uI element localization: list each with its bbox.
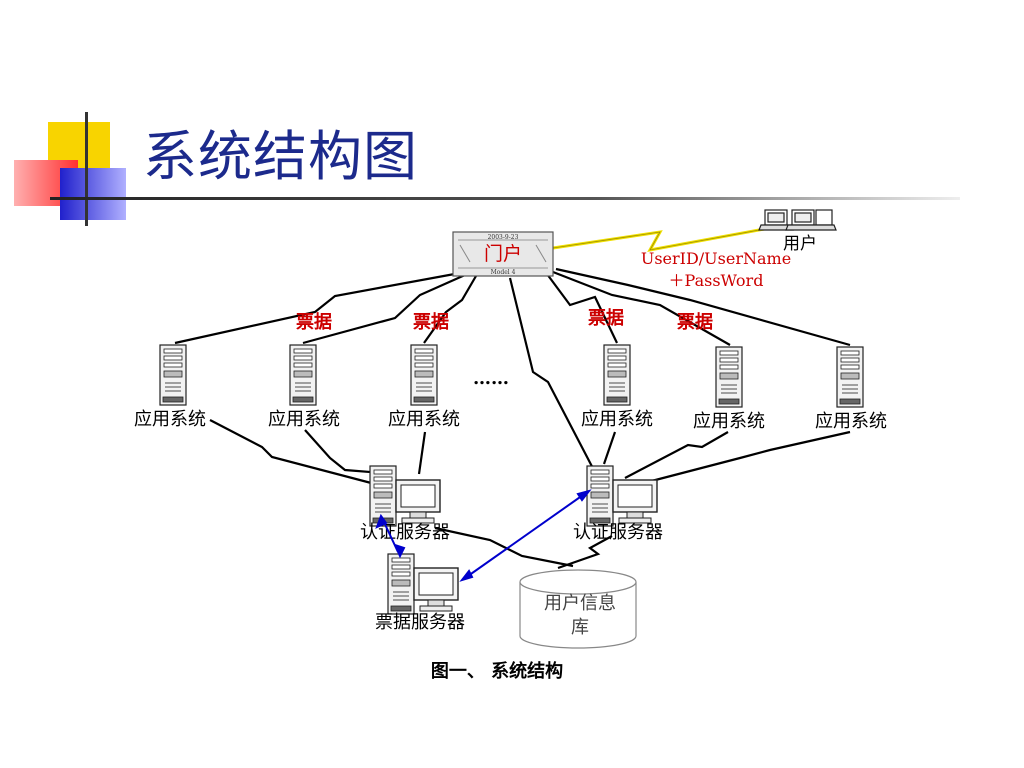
credentials-line-1: UserID/UserName <box>641 249 791 268</box>
auth-server-workstation-icon <box>587 466 657 526</box>
deco-blue-square <box>60 168 126 220</box>
ticket-label: 票据 <box>677 311 713 333</box>
app-system-server-icon <box>603 344 631 406</box>
app-system-label: 应用系统 <box>388 409 460 430</box>
title-underline <box>50 197 960 200</box>
figure-caption: 图一、 系统结构 <box>431 660 563 682</box>
portal-device-icon: 2003-9-23 Model 4 <box>452 231 554 277</box>
app-system-server-icon <box>159 344 187 406</box>
app-system-server-icon <box>410 344 438 406</box>
portal-device-text-2: Model 4 <box>491 269 516 276</box>
auth-server-label: 认证服务器 <box>360 522 450 543</box>
app-system-server-icon <box>836 346 864 408</box>
app-system-label: 应用系统 <box>693 411 765 432</box>
page-title: 系统结构图 <box>143 125 418 188</box>
user-db-label-line-1: 用户信息 <box>544 593 616 614</box>
app-system-server-icon <box>289 344 317 406</box>
portal-label: 门户 <box>484 243 522 265</box>
portal-device-text-1: 2003-9-23 <box>488 234 519 241</box>
app-system-label: 应用系统 <box>581 409 653 430</box>
ticket-server-workstation-icon <box>388 554 458 614</box>
ticket-server-label: 票据服务器 <box>375 612 465 633</box>
user-laptop-icon <box>758 209 837 231</box>
ticket-label: 票据 <box>588 307 624 329</box>
user-db-label-line-2: 库 <box>571 617 589 638</box>
app-system-label: 应用系统 <box>815 411 887 432</box>
ellipsis-more-systems: …… <box>473 368 509 389</box>
credentials-line-2: ＋PassWord <box>669 271 764 290</box>
user-label: 用户 <box>783 234 817 254</box>
deco-vertical-line <box>85 112 88 226</box>
ticket-label: 票据 <box>413 311 449 333</box>
app-system-label: 应用系统 <box>268 409 340 430</box>
connection-lines <box>174 267 851 570</box>
app-system-label: 应用系统 <box>134 409 206 430</box>
app-system-server-icon <box>715 346 743 408</box>
auth-server-label: 认证服务器 <box>573 522 663 543</box>
ticket-label: 票据 <box>296 311 332 333</box>
user-portal-link <box>552 226 771 253</box>
blue-sync-arrows <box>375 489 592 582</box>
user-database-icon <box>519 569 637 649</box>
